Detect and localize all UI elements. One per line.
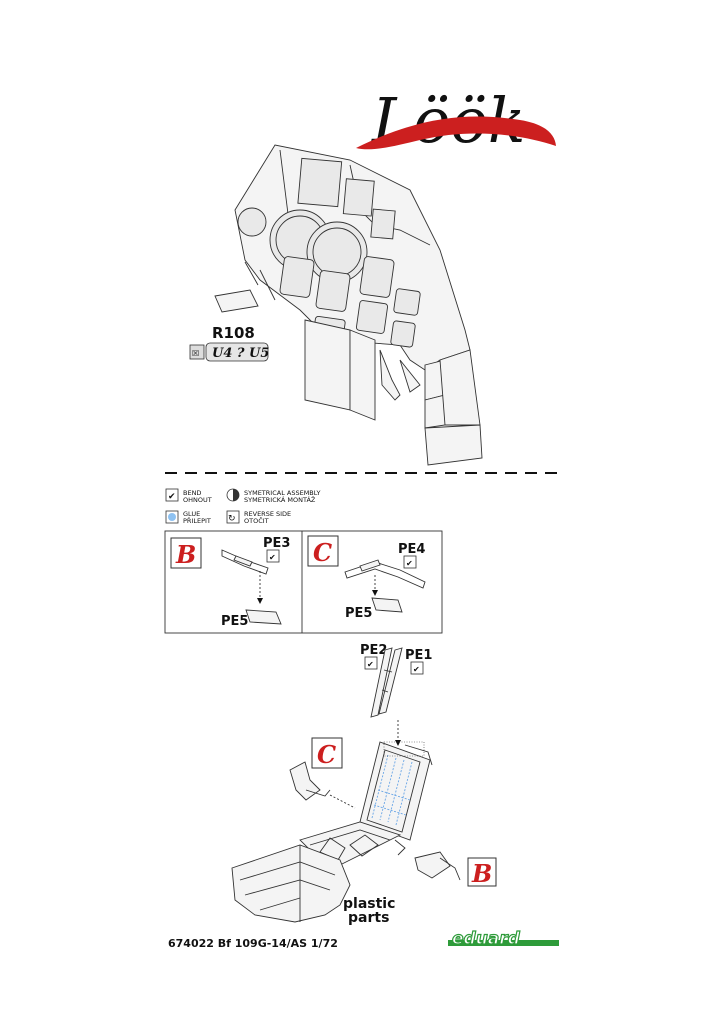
part-pe1-label: PE1: [405, 648, 432, 663]
bend-icon: ✔: [269, 553, 276, 562]
version-badge: ☒ U4 ? U5: [189, 342, 269, 362]
svg-text:REVERSE SIDE: REVERSE SIDE: [244, 510, 291, 518]
eduard-logo: eduard: [448, 928, 559, 950]
svg-text:U4 ? U5: U4 ? U5: [212, 346, 269, 361]
svg-text:eduard: eduard: [452, 929, 521, 949]
step-c: C PE4 ✔ PE5: [307, 535, 426, 621]
callout-c: C: [317, 740, 336, 769]
steps-frame: [164, 530, 443, 634]
plastic-label-line2: parts: [348, 910, 389, 926]
callout-b: B: [471, 859, 492, 888]
svg-text:OHNOUT: OHNOUT: [183, 496, 212, 504]
kit-number: 674022 Bf 109G-14/AS 1/72: [168, 937, 338, 950]
version-icon: ☒: [192, 349, 199, 358]
part-pe4-label: PE4: [398, 542, 425, 557]
svg-text:OTOČIT: OTOČIT: [244, 516, 269, 525]
svg-text:SYMETRICKÁ MONTÁŽ: SYMETRICKÁ MONTÁŽ: [244, 495, 316, 504]
part-r108-label: R108: [212, 324, 255, 342]
svg-text:BEND: BEND: [183, 489, 201, 497]
part-pe3-label: PE3: [263, 536, 290, 551]
bend-icon: ✔: [367, 660, 374, 669]
plastic-label-line1: plastic: [343, 896, 395, 912]
part-pe5-label: PE5: [345, 606, 372, 621]
glue-icon: [168, 513, 176, 521]
svg-text:GLUE: GLUE: [183, 510, 200, 518]
part-pe5-label: PE5: [221, 614, 248, 629]
svg-text:SYMETRICAL ASSEMBLY: SYMETRICAL ASSEMBLY: [244, 489, 321, 497]
legend: ✔ BEND OHNOUT SYMETRICAL ASSEMBLY SYMETR…: [165, 488, 321, 525]
instrument-panel-drawing: [214, 144, 483, 466]
logo-swoosh: [356, 116, 556, 150]
part-pe2-label: PE2: [360, 643, 387, 658]
step-b: B PE3 ✔ PE5: [170, 536, 290, 629]
reverse-icon: ↻: [228, 514, 236, 524]
look-logo: Löök: [356, 84, 556, 157]
symmetrical-icon: [233, 489, 239, 501]
bend-icon: ✔: [168, 492, 176, 502]
seat-drawing: PE2 ✔ PE1 ✔ C: [231, 643, 497, 926]
bend-icon: ✔: [406, 559, 413, 568]
bend-icon: ✔: [413, 665, 420, 674]
step-letter-b: B: [175, 540, 196, 569]
step-letter-c: C: [313, 538, 332, 567]
svg-text:PŘILEPIT: PŘILEPIT: [183, 516, 211, 525]
